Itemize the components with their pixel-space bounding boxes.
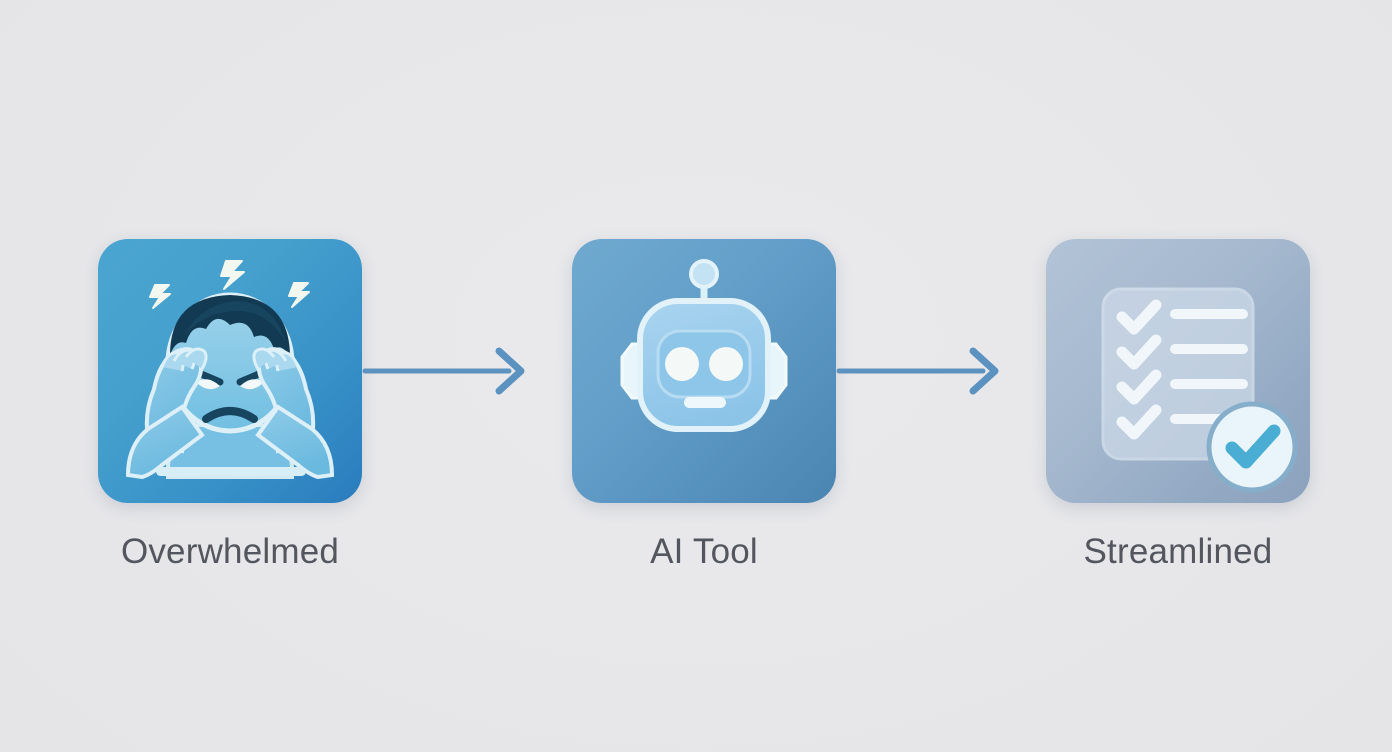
stage-streamlined[interactable]: Streamlined (1046, 239, 1310, 571)
connector-arrow-1 (362, 345, 537, 397)
stage-streamlined-tile[interactable] (1046, 239, 1310, 503)
stage-ai-tool-label: AI Tool (650, 532, 758, 571)
stage-ai-tool-tile[interactable] (572, 239, 836, 503)
stage-overwhelmed[interactable]: Overwhelmed (98, 239, 362, 571)
stage-streamlined-label: Streamlined (1083, 532, 1273, 571)
stressed-person-icon (125, 260, 335, 480)
checklist-icon (1101, 287, 1298, 493)
stage-overwhelmed-label: Overwhelmed (120, 532, 340, 571)
connector-arrow-2 (836, 345, 1011, 397)
robot-icon (620, 259, 788, 432)
stage-ai-tool[interactable]: AI Tool (572, 239, 836, 571)
stage-overwhelmed-tile[interactable] (98, 239, 362, 503)
arrow-right-icon (362, 347, 525, 395)
arrow-right-icon (836, 347, 999, 395)
